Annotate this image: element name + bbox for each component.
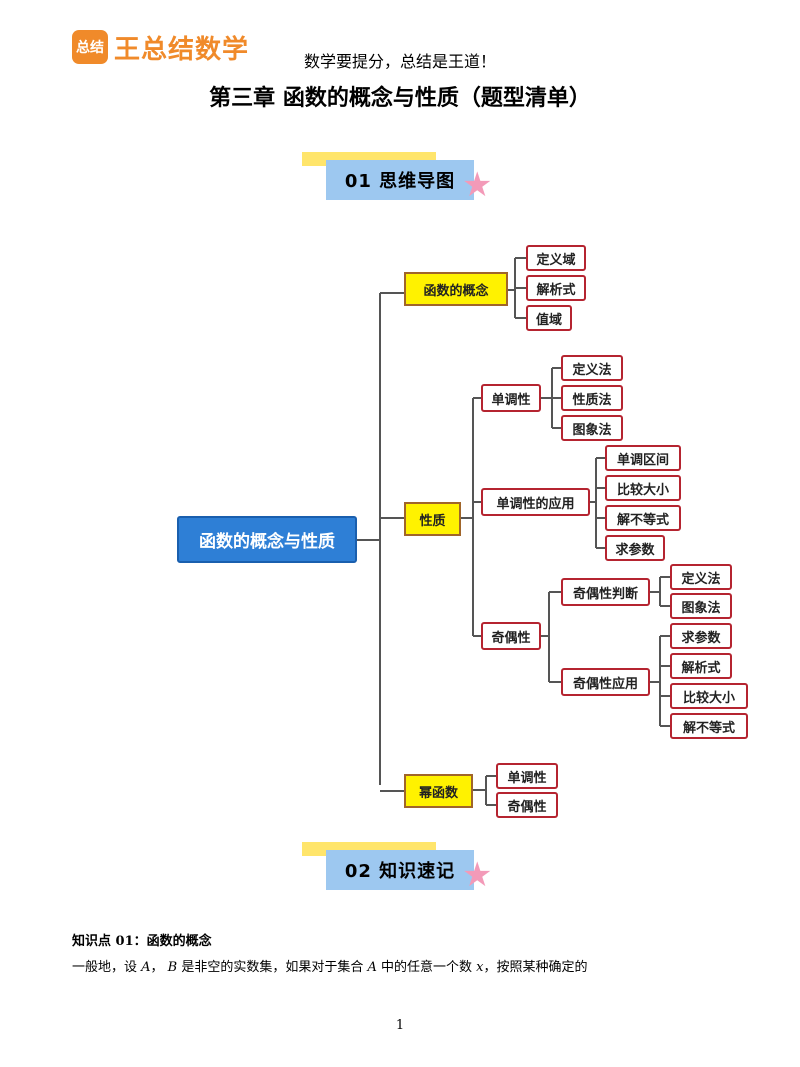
node-domain: 定义域 xyxy=(526,245,586,271)
node-parity: 奇偶性 xyxy=(481,622,541,650)
node-definition-method: 定义法 xyxy=(561,355,623,381)
node-parity-find-parameter: 求参数 xyxy=(670,623,732,649)
knowledge-point-title: 知识点 01：函数的概念 xyxy=(72,934,212,949)
node-monotonic-interval: 单调区间 xyxy=(605,445,681,471)
node-range: 值域 xyxy=(526,305,572,331)
node-power-parity: 奇偶性 xyxy=(496,792,558,818)
text-segment: 一般地，设 xyxy=(72,960,142,975)
logo-text: 王总结数学 xyxy=(114,34,250,65)
node-find-parameter: 求参数 xyxy=(605,535,665,561)
section-title-notes: 02 知识速记 xyxy=(326,850,474,890)
text-segment: ， xyxy=(150,960,168,975)
node-solve-inequality: 解不等式 xyxy=(605,505,681,531)
section-banner-notes: 02 知识速记 ★ xyxy=(302,842,502,898)
star-icon: ★ xyxy=(462,855,493,895)
brand-logo: 总结 王总结数学 xyxy=(72,30,250,65)
node-parity-definition-method: 定义法 xyxy=(670,564,732,590)
node-monotonicity-application: 单调性的应用 xyxy=(481,488,590,516)
math-var: A xyxy=(367,960,377,975)
page-number: 1 xyxy=(395,1018,405,1033)
node-power-monotonicity: 单调性 xyxy=(496,763,558,789)
node-monotonicity: 单调性 xyxy=(481,384,541,412)
node-parity-expression: 解析式 xyxy=(670,653,732,679)
node-expression: 解析式 xyxy=(526,275,586,301)
knowledge-point-text: 一般地，设 A， B 是非空的实数集，如果对于集合 A 中的任意一个数 x，按照… xyxy=(72,956,588,975)
logo-badge: 总结 xyxy=(72,30,108,64)
math-var: A xyxy=(141,960,151,975)
node-parity-solve-inequality: 解不等式 xyxy=(670,713,748,739)
node-property-method: 性质法 xyxy=(561,385,623,411)
node-graph-method: 图象法 xyxy=(561,415,623,441)
text-segment: 是非空的实数集，如果对于集合 xyxy=(177,960,368,975)
slogan: 数学要提分，总结是王道！ xyxy=(303,52,496,71)
text-segment: ，按照某种确定的 xyxy=(483,960,588,975)
node-function-concept: 函数的概念 xyxy=(404,272,508,306)
node-parity-application: 奇偶性应用 xyxy=(561,668,650,696)
chapter-title: 第三章 函数的概念与性质（题型清单） xyxy=(209,86,591,111)
star-icon: ★ xyxy=(462,165,493,205)
mindmap-root: 函数的概念与性质 xyxy=(177,516,357,563)
text-segment: 中的任意一个数 xyxy=(376,960,477,975)
node-power-function: 幂函数 xyxy=(404,774,473,808)
math-var: B xyxy=(167,960,178,975)
section-banner-mindmap: 01 思维导图 ★ xyxy=(302,152,502,208)
node-parity-graph-method: 图象法 xyxy=(670,593,732,619)
node-parity-compare-size: 比较大小 xyxy=(670,683,748,709)
node-parity-judgment: 奇偶性判断 xyxy=(561,578,650,606)
node-compare-size: 比较大小 xyxy=(605,475,681,501)
section-title-mindmap: 01 思维导图 xyxy=(326,160,474,200)
node-properties: 性质 xyxy=(404,502,461,536)
math-var: x xyxy=(476,960,484,975)
